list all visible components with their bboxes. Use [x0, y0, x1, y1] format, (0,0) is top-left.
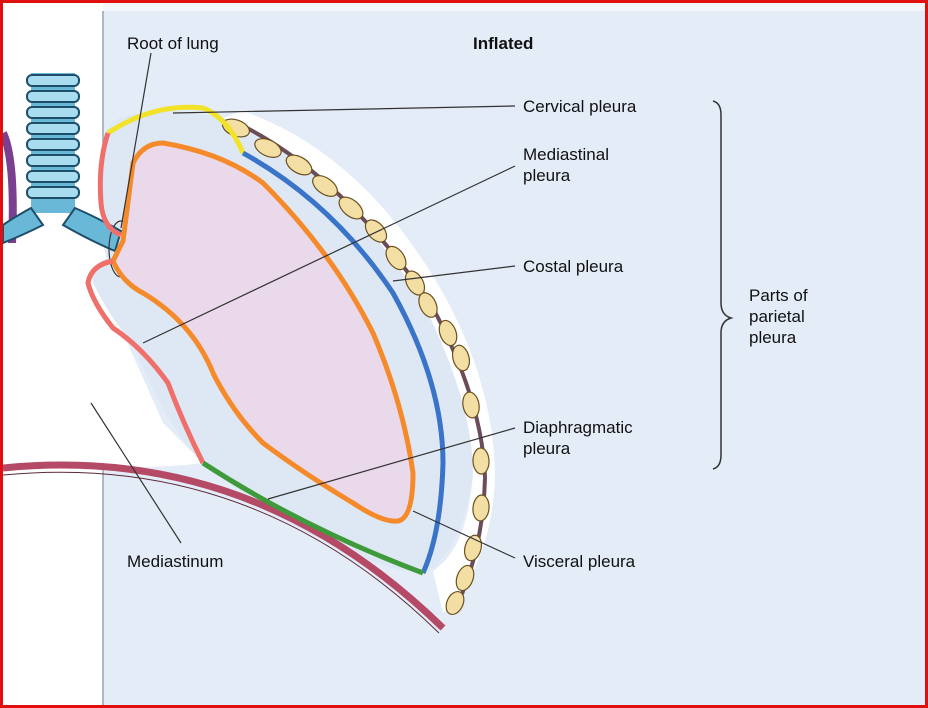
label-costal-pleura: Costal pleura	[523, 257, 624, 276]
rib	[338, 196, 364, 220]
label-mediastinal-pleura-line2: pleura	[523, 166, 571, 185]
diaphragm-outline	[3, 471, 440, 634]
ribs	[221, 118, 490, 615]
diaphragmatic-pleura-line	[201, 460, 424, 576]
diaphragm	[3, 461, 446, 631]
label-cervical-pleura: Cervical pleura	[523, 97, 637, 116]
diagram-title: Inflated	[473, 34, 534, 53]
pleura-diagram	[3, 3, 925, 705]
leader-root-of-lung	[120, 52, 152, 229]
rib	[462, 391, 480, 419]
rib	[312, 175, 338, 197]
label-parietal-group-line2: parietal	[749, 307, 805, 326]
label-diaphragmatic-pleura-line2: pleura	[523, 439, 571, 458]
trachea-ring	[26, 106, 80, 119]
label-mediastinum: Mediastinum	[127, 552, 224, 571]
trachea-ring	[26, 138, 80, 151]
leader-mediastinum	[90, 402, 182, 544]
mediastinal-pleura-line	[85, 132, 206, 465]
rib	[364, 219, 388, 243]
label-visceral-pleura: Visceral pleura	[523, 552, 636, 571]
rib	[472, 494, 490, 522]
rib	[463, 534, 483, 562]
rib	[254, 138, 282, 158]
trachea-ring	[26, 170, 80, 183]
label-parietal-group-line1: Parts of	[749, 286, 808, 305]
trachea-ring	[26, 74, 80, 87]
rib	[451, 344, 471, 372]
visceral-pleura-lung	[110, 140, 416, 524]
trachea-ring	[26, 186, 80, 199]
rib	[285, 154, 313, 176]
rib	[438, 319, 458, 347]
parietal-brace	[712, 100, 734, 470]
mediastinum-region	[3, 243, 203, 468]
label-mediastinal-pleura-line1: Mediastinal	[523, 145, 609, 164]
leader-cervical-pleura	[172, 105, 516, 114]
leader-lines	[90, 52, 516, 559]
label-parietal-group-line3: pleura	[749, 328, 797, 347]
rib	[385, 245, 407, 271]
right-bronchus	[61, 206, 123, 253]
rib	[445, 591, 465, 615]
left-bronchus	[3, 206, 45, 245]
leader-costal-pleura	[392, 265, 516, 282]
trachea-ring	[26, 154, 80, 167]
trachea	[3, 73, 123, 253]
rib	[455, 564, 475, 592]
trachea-ring	[26, 90, 80, 103]
cervical-pleura-line	[106, 104, 246, 154]
leader-diaphragmatic-pleura	[267, 427, 516, 500]
leader-visceral-pleura	[412, 510, 516, 559]
trachea-ring	[26, 122, 80, 135]
rib	[472, 447, 490, 475]
costal-pleura-line	[241, 150, 446, 575]
label-diaphragmatic-pleura-line1: Diaphragmatic	[523, 418, 633, 437]
leader-mediastinal-pleura	[142, 165, 516, 344]
rib	[418, 292, 438, 318]
label-root-of-lung: Root of lung	[127, 34, 219, 53]
